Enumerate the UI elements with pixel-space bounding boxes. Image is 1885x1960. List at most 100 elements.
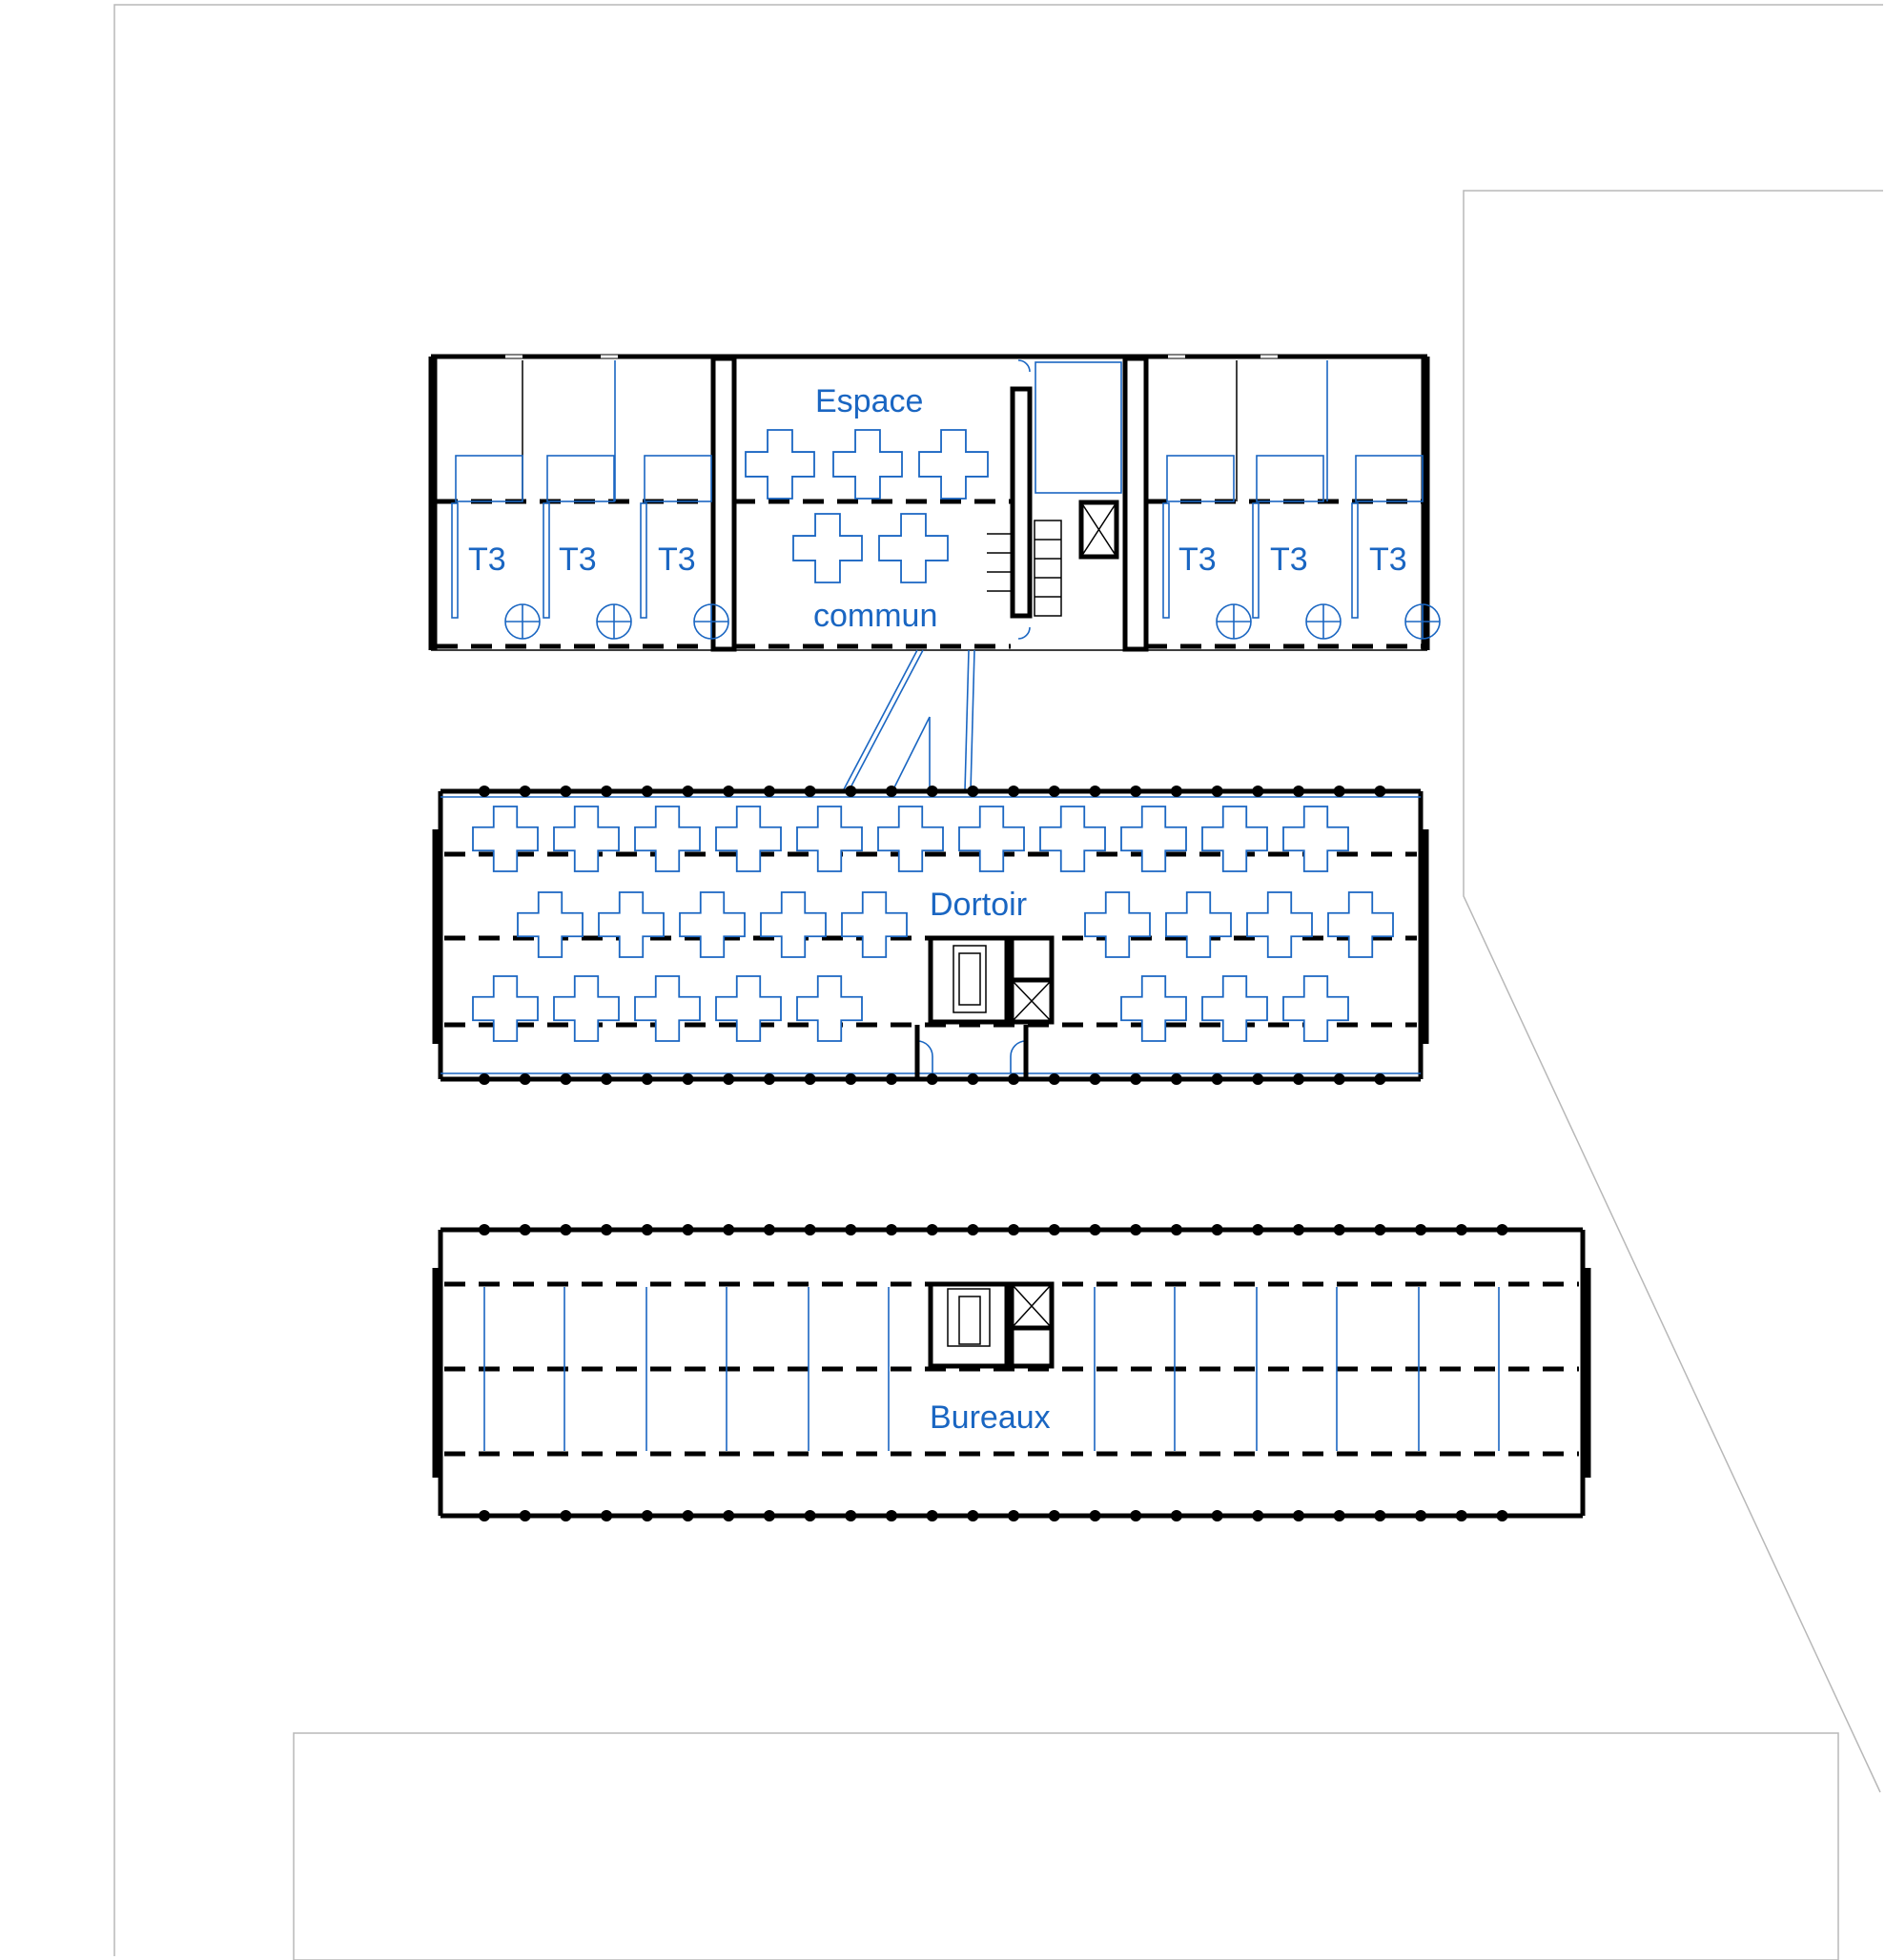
partition: [640, 502, 647, 619]
column-dot: [1374, 1073, 1386, 1085]
bed-cross-icon: [877, 806, 944, 872]
bed-cross-icon: [679, 891, 746, 958]
bed-cross-icon: [796, 975, 863, 1042]
column-dot: [1496, 1510, 1508, 1521]
column-dot: [1374, 786, 1386, 797]
column-dot: [1455, 1510, 1467, 1521]
column-dot: [1008, 1510, 1020, 1521]
column-dot: [886, 1073, 897, 1085]
column-dot: [1333, 1510, 1345, 1521]
column-dot: [1252, 1224, 1264, 1235]
dortoir-columns: [479, 786, 1386, 1085]
bed-cross-icon: [1039, 806, 1106, 872]
bed-cross-icon: [715, 806, 782, 872]
column-dot: [1008, 786, 1020, 797]
bed-cross-icon: [1201, 975, 1268, 1042]
wardrobe-icon: [644, 455, 712, 502]
bed-cross-icon: [553, 975, 620, 1042]
column-dot: [926, 1224, 938, 1235]
bed-cross-icon: [634, 806, 701, 872]
column-dot: [1293, 786, 1304, 797]
column-dot: [1252, 1073, 1264, 1085]
column-dot: [1455, 1224, 1467, 1235]
column-dot: [1211, 786, 1223, 797]
bed-cross-icon: [1246, 891, 1313, 958]
column-dot: [1048, 786, 1060, 797]
connection-bridge: [842, 649, 975, 792]
column-dot: [845, 1073, 857, 1085]
bureaux-columns: [479, 1224, 1508, 1521]
column-dot: [886, 1224, 897, 1235]
column-dot: [1211, 1224, 1223, 1235]
label-dortoir: Dortoir: [930, 887, 1027, 923]
bed-cross-icon: [553, 806, 620, 872]
bed-cross-icon: [760, 891, 827, 958]
column-dot: [1415, 1510, 1427, 1521]
column-dot: [1130, 1224, 1142, 1235]
column-dot: [601, 1073, 613, 1085]
column-dot: [682, 1073, 694, 1085]
column-dot: [1374, 1510, 1386, 1521]
label-commun: commun: [813, 598, 937, 634]
wardrobe-icon: [1166, 455, 1235, 502]
column-dot: [1252, 1510, 1264, 1521]
column-dot: [1211, 1510, 1223, 1521]
bed-cross-icon: [832, 429, 903, 500]
column-dot: [1170, 786, 1182, 797]
column-dot: [560, 1224, 572, 1235]
column-dot: [1089, 1510, 1101, 1521]
bed-cross-icon: [517, 891, 584, 958]
column-dot: [763, 1224, 775, 1235]
label-t3-5: T3: [1270, 541, 1308, 578]
bed-cross-icon: [1084, 891, 1151, 958]
column-dot: [763, 786, 775, 797]
column-dot: [1252, 786, 1264, 797]
label-t3-3: T3: [658, 541, 696, 578]
column-dot: [1089, 786, 1101, 797]
column-dot: [1293, 1224, 1304, 1235]
column-dot: [1170, 1224, 1182, 1235]
column-dot: [763, 1073, 775, 1085]
wardrobe-icon: [455, 455, 523, 502]
column-dot: [967, 1510, 979, 1521]
column-dot: [1130, 1510, 1142, 1521]
column-dot: [926, 786, 938, 797]
bed-cross-icon: [1327, 891, 1394, 958]
column-dot: [1170, 1510, 1182, 1521]
column-dot: [479, 786, 490, 797]
column-dot: [886, 786, 897, 797]
column-dot: [1333, 1073, 1345, 1085]
column-dot: [641, 1510, 653, 1521]
column-dot: [641, 1073, 653, 1085]
column-dot: [804, 1224, 816, 1235]
column-dot: [1089, 1224, 1101, 1235]
bed-cross-icon: [958, 806, 1025, 872]
column-dot: [1496, 1224, 1508, 1235]
bed-cross-icon: [745, 429, 815, 500]
partition: [1351, 502, 1359, 619]
label-t3-1: T3: [468, 541, 506, 578]
column-dot: [886, 1510, 897, 1521]
column-dot: [804, 786, 816, 797]
column-dot: [723, 1510, 735, 1521]
column-dot: [560, 1073, 572, 1085]
column-dot: [1048, 1510, 1060, 1521]
partition: [543, 502, 550, 619]
column-dot: [1374, 1224, 1386, 1235]
label-espace: Espace: [815, 383, 923, 419]
bed-cross-icon: [841, 891, 908, 958]
column-dot: [926, 1073, 938, 1085]
site-boundary: [113, 4, 1883, 1960]
column-dot: [763, 1510, 775, 1521]
bed-cross-icon: [918, 429, 989, 500]
column-dot: [519, 786, 531, 797]
column-dot: [804, 1073, 816, 1085]
label-t3-6: T3: [1369, 541, 1407, 578]
column-dot: [601, 1224, 613, 1235]
label-t3-4: T3: [1178, 541, 1217, 578]
bed-cross-icon: [1120, 975, 1187, 1042]
column-dot: [519, 1073, 531, 1085]
top-stair: [987, 520, 1062, 617]
partition: [451, 502, 459, 619]
